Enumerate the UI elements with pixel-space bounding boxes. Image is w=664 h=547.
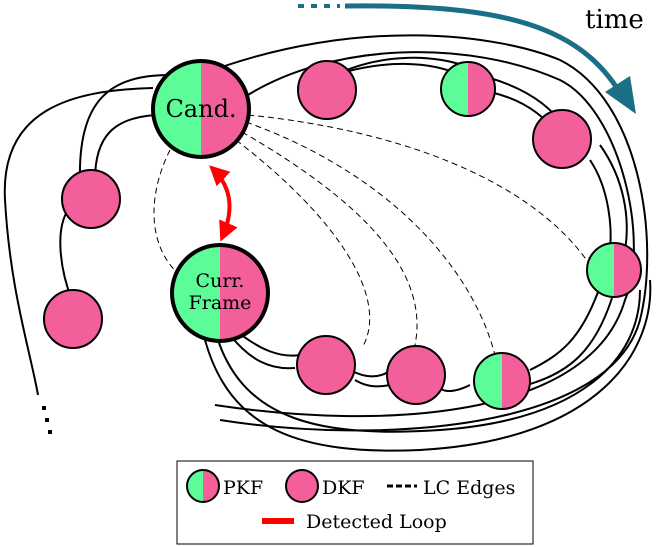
covisibility-edges — [204, 34, 652, 452]
dkf-node-top-right — [532, 109, 592, 169]
legend-dkf-icon — [285, 469, 319, 503]
dkf-node-bottom-1 — [296, 335, 356, 395]
pkf-node-right — [586, 242, 642, 298]
dkf-node-bottom-2 — [386, 345, 446, 405]
legend-lc-edges-label: LC Edges — [423, 477, 515, 499]
legend-dkf-label: DKF — [322, 477, 365, 499]
pkf-node-top — [440, 61, 496, 117]
lc-edges — [153, 114, 589, 356]
time-arrow — [298, 3, 636, 114]
trailing-ellipsis — [42, 406, 52, 434]
dkf-nodes — [43, 60, 592, 405]
current-frame-node — [170, 243, 270, 343]
current-frame-label-line2: Frame — [189, 292, 252, 314]
dkf-node-left-lower — [43, 289, 103, 349]
dkf-node-top — [297, 60, 357, 120]
pkf-node-bottom — [473, 352, 531, 410]
legend-detected-loop-icon — [262, 518, 294, 524]
dkf-node-left-upper — [61, 169, 121, 229]
time-label: time — [585, 5, 644, 35]
legend-detected-loop-label: Detected Loop — [306, 511, 447, 533]
legend-pkf-label: PKF — [223, 477, 263, 499]
legend: PKF DKF LC Edges Detected Loop — [176, 460, 534, 545]
legend-box — [176, 460, 534, 545]
legend-pkf-icon — [186, 469, 220, 503]
candidate-label: Cand. — [165, 95, 236, 123]
candidate-node — [151, 59, 251, 159]
detected-loop-arrow — [209, 165, 238, 242]
current-frame-label-line1: Curr. — [196, 270, 245, 292]
trailing-edges — [3, 74, 171, 396]
